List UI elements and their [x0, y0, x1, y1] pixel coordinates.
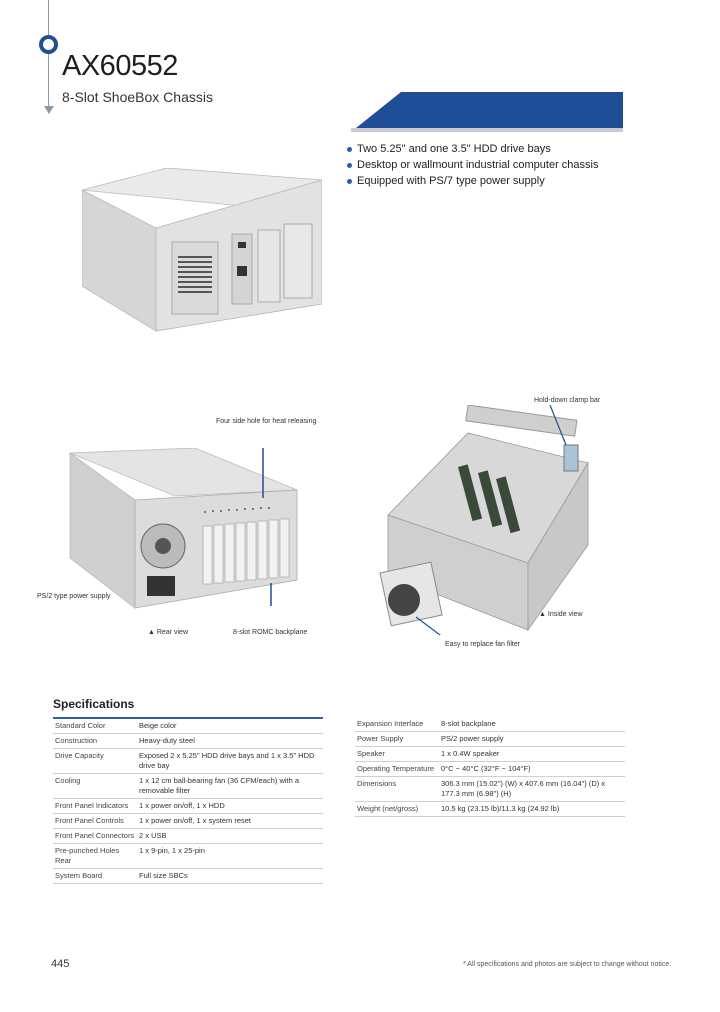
page-number: 445: [51, 958, 70, 970]
callout-rear-view: ▲ Rear view: [148, 629, 188, 636]
product-title: AX60552: [62, 50, 178, 82]
footnote: * All specifications and photos are subj…: [463, 961, 672, 968]
feature-item: Desktop or wallmount industrial computer…: [347, 157, 599, 173]
chassis-inside-image: [379, 405, 589, 635]
callout-backplane: 8-slot ROMC backplane: [233, 629, 308, 636]
header-rule: [48, 0, 49, 108]
callout-fan-filter: Easy to replace fan filter: [445, 641, 521, 648]
bullet-dot-icon: [347, 178, 352, 184]
arrow-down-icon: [44, 106, 54, 114]
chassis-rear-image: [69, 448, 298, 609]
callout-side-holes: Four side hole for heat releasing: [216, 418, 317, 425]
callout-inside-view: ▲ Inside view: [539, 611, 583, 618]
bullet-dot-icon: [347, 146, 352, 152]
chassis-front-image: [82, 168, 322, 332]
blue-banner: [351, 92, 623, 132]
specifications-heading: Specifications: [53, 697, 135, 711]
feature-list: Two 5.25" and one 3.5" HDD drive bays De…: [347, 141, 599, 189]
product-subtitle: 8-Slot ShoeBox Chassis: [62, 89, 213, 105]
table-row: Weight (net/gross)10.5 kg (23.15 lb)/11.…: [355, 801, 625, 817]
callout-power-supply: PS/2 type power supply: [37, 593, 111, 600]
callout-clamp-bar: Hold-down clamp bar: [534, 397, 601, 404]
feature-item: Equipped with PS/7 type power supply: [347, 173, 599, 189]
feature-item: Two 5.25" and one 3.5" HDD drive bays: [347, 141, 599, 157]
bullet-circle-icon: [39, 35, 58, 54]
bullet-dot-icon: [347, 162, 352, 168]
